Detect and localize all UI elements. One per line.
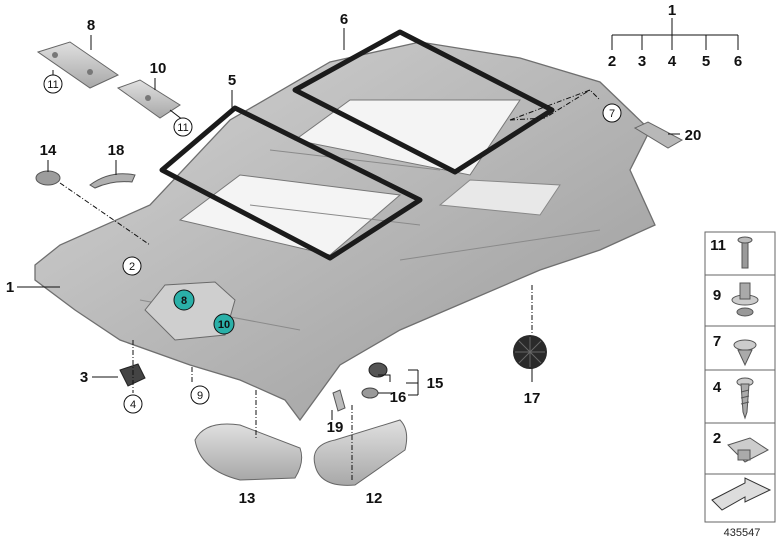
cap-14	[35, 170, 61, 186]
part-15-16a	[368, 362, 388, 378]
label-tree-4: 4	[668, 53, 677, 70]
label-tree-3: 3	[638, 53, 646, 70]
diagram-id: 435547	[724, 527, 761, 539]
legend-label-2: 2	[713, 430, 721, 447]
label-1-top: 1	[668, 2, 676, 19]
legend-icon-9	[731, 282, 759, 317]
teal-8: 8	[173, 289, 195, 311]
clip-20	[633, 121, 684, 149]
label-1-left: 1	[6, 279, 14, 296]
circled-7: 7	[602, 103, 622, 123]
label-20: 20	[685, 127, 702, 144]
label-6: 6	[340, 11, 348, 28]
svg-text:11: 11	[47, 79, 58, 91]
svg-text:2: 2	[129, 261, 135, 273]
legend-label-7: 7	[713, 333, 721, 350]
svg-text:10: 10	[218, 319, 230, 331]
part-15-16b	[361, 387, 379, 399]
circled-9: 9	[190, 385, 210, 405]
clip-19	[332, 389, 346, 412]
headliner-panel	[34, 41, 656, 422]
circled-2: 2	[122, 256, 142, 276]
bracket-8	[36, 41, 120, 89]
legend-icon-2	[727, 437, 769, 463]
grab-handle-18	[89, 173, 136, 189]
sun-visor-13	[194, 423, 303, 481]
label-tree-6: 6	[734, 53, 742, 70]
circled-11a: 11	[43, 74, 63, 94]
leader-lines	[17, 18, 739, 480]
legend-icon-arrow	[711, 477, 772, 511]
circled-4: 4	[123, 394, 143, 414]
label-13: 13	[239, 490, 256, 507]
label-14: 14	[40, 142, 57, 159]
label-5: 5	[228, 72, 236, 89]
teal-10: 10	[213, 313, 235, 335]
label-17: 17	[524, 390, 541, 407]
label-3: 3	[80, 369, 88, 386]
legend-icon-11	[737, 236, 753, 269]
svg-text:7: 7	[609, 108, 615, 120]
label-10: 10	[150, 60, 167, 77]
label-8: 8	[87, 17, 95, 34]
label-16: 16	[390, 389, 407, 406]
speaker-17	[513, 335, 547, 369]
bracket-10	[116, 79, 181, 119]
legend-icon-7	[733, 339, 757, 367]
label-12: 12	[366, 490, 383, 507]
legend-icon-4	[736, 377, 754, 420]
legend-label-11: 11	[710, 237, 726, 254]
parts-legend	[704, 231, 776, 523]
label-18: 18	[108, 142, 125, 159]
svg-text:11: 11	[177, 122, 188, 134]
seal-frame-5	[159, 105, 423, 261]
svg-text:9: 9	[197, 390, 203, 402]
seal-frame-6	[292, 29, 555, 175]
sun-visor-12	[313, 419, 408, 486]
circled-11b: 11	[173, 117, 193, 137]
svg-text:4: 4	[130, 399, 136, 411]
legend-label-9: 9	[713, 287, 721, 304]
label-15: 15	[427, 375, 444, 392]
label-tree-2: 2	[608, 53, 616, 70]
legend-label-4: 4	[713, 379, 722, 396]
label-tree-5: 5	[702, 53, 710, 70]
label-19: 19	[327, 419, 344, 436]
svg-text:8: 8	[181, 295, 187, 307]
